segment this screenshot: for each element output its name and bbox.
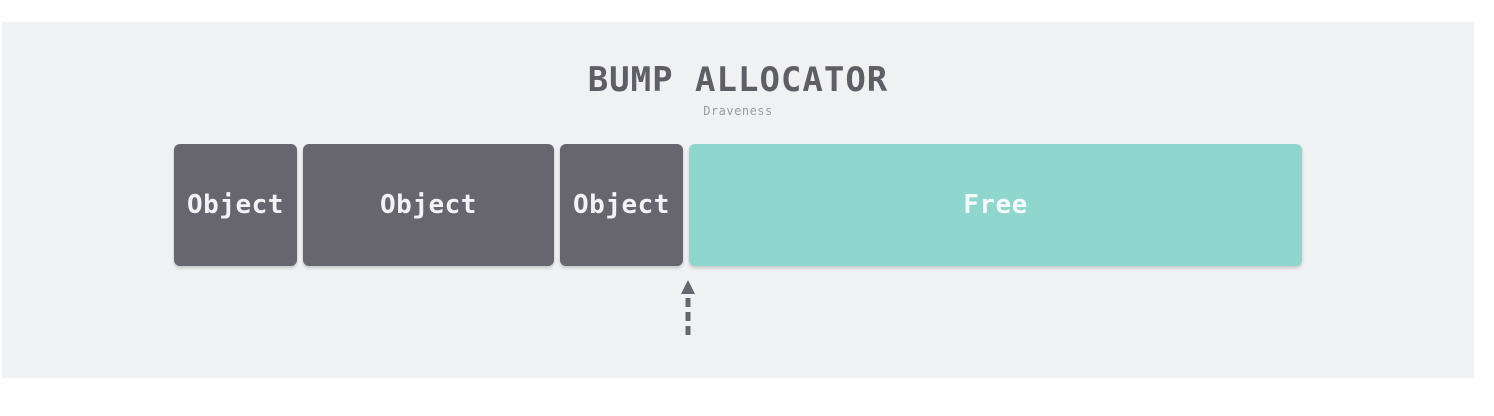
memory-block-object-1: Object [174,144,297,266]
diagram-title: BUMP ALLOCATOR [587,60,889,100]
memory-block-free: Free [689,144,1302,266]
arrow-dash-2 [685,312,691,321]
bump-pointer-arrow-icon [681,280,695,335]
arrow-dash-3 [685,326,691,335]
arrow-dash-1 [685,298,691,307]
memory-block-object-2: Object [303,144,554,266]
diagram-author: Draveness [703,104,773,118]
memory-block-object-3: Object [560,144,683,266]
arrow-head [681,280,695,294]
diagram-canvas: BUMP ALLOCATOR Draveness Object Object O… [2,22,1474,378]
